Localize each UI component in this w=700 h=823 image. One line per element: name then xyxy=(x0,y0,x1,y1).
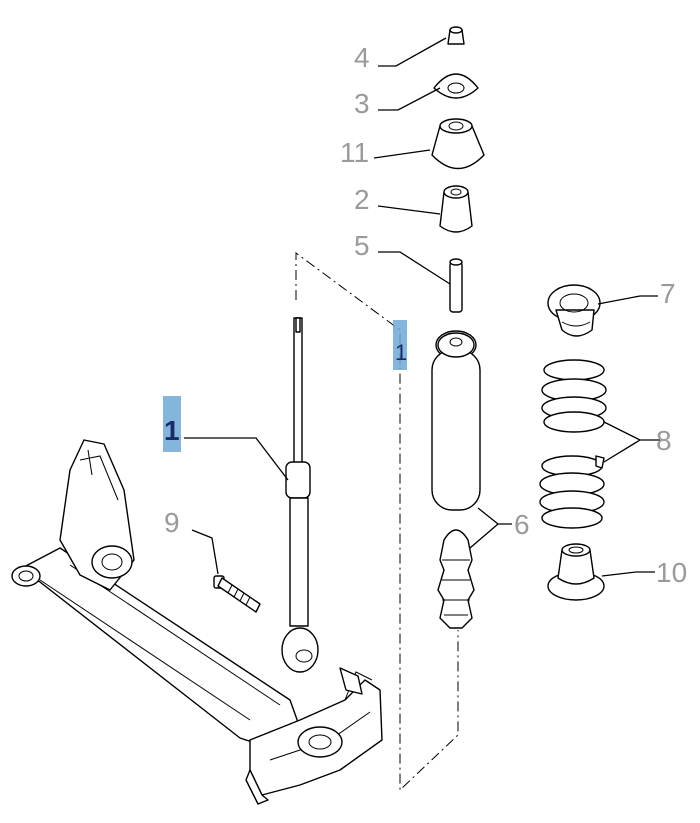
bump-stop[interactable] xyxy=(437,529,475,629)
callout-3: 3 xyxy=(354,88,370,119)
rubber-bushing[interactable] xyxy=(439,185,473,233)
dust-cover[interactable] xyxy=(431,330,481,511)
callout-1-axis-highlight xyxy=(393,320,407,370)
callout-1: 1 xyxy=(164,415,180,446)
callout-4: 4 xyxy=(354,42,370,73)
callout-5: 5 xyxy=(354,230,370,261)
assembly-axis-lines xyxy=(295,252,459,792)
upper-spring-seat[interactable] xyxy=(547,284,601,337)
mounting-bolt[interactable] xyxy=(213,575,261,613)
callout-1-highlight xyxy=(163,396,181,452)
callout-11: 11 xyxy=(340,137,369,168)
callout-8: 8 xyxy=(656,425,672,456)
top-nut[interactable] xyxy=(447,26,465,45)
coil-spring-lower[interactable] xyxy=(539,455,605,529)
leader-lines xyxy=(184,37,660,577)
upper-rubber-mount[interactable] xyxy=(431,118,485,170)
spacer-sleeve[interactable] xyxy=(449,258,463,313)
lower-spring-seat[interactable] xyxy=(547,543,605,601)
callout-7: 7 xyxy=(660,278,676,309)
upper-washer-cup[interactable] xyxy=(433,73,479,99)
callout-9: 9 xyxy=(164,507,180,538)
rear-axle-beam[interactable] xyxy=(11,439,383,805)
callout-labels: 4 3 11 2 5 7 8 6 10 9 1 1 xyxy=(163,42,687,588)
callout-6: 6 xyxy=(514,509,530,540)
coil-spring-upper[interactable] xyxy=(541,359,607,433)
shock-absorber[interactable] xyxy=(281,317,319,673)
callout-2: 2 xyxy=(354,184,370,215)
callout-1-axis: 1 xyxy=(395,340,407,365)
callout-10: 10 xyxy=(656,557,687,588)
